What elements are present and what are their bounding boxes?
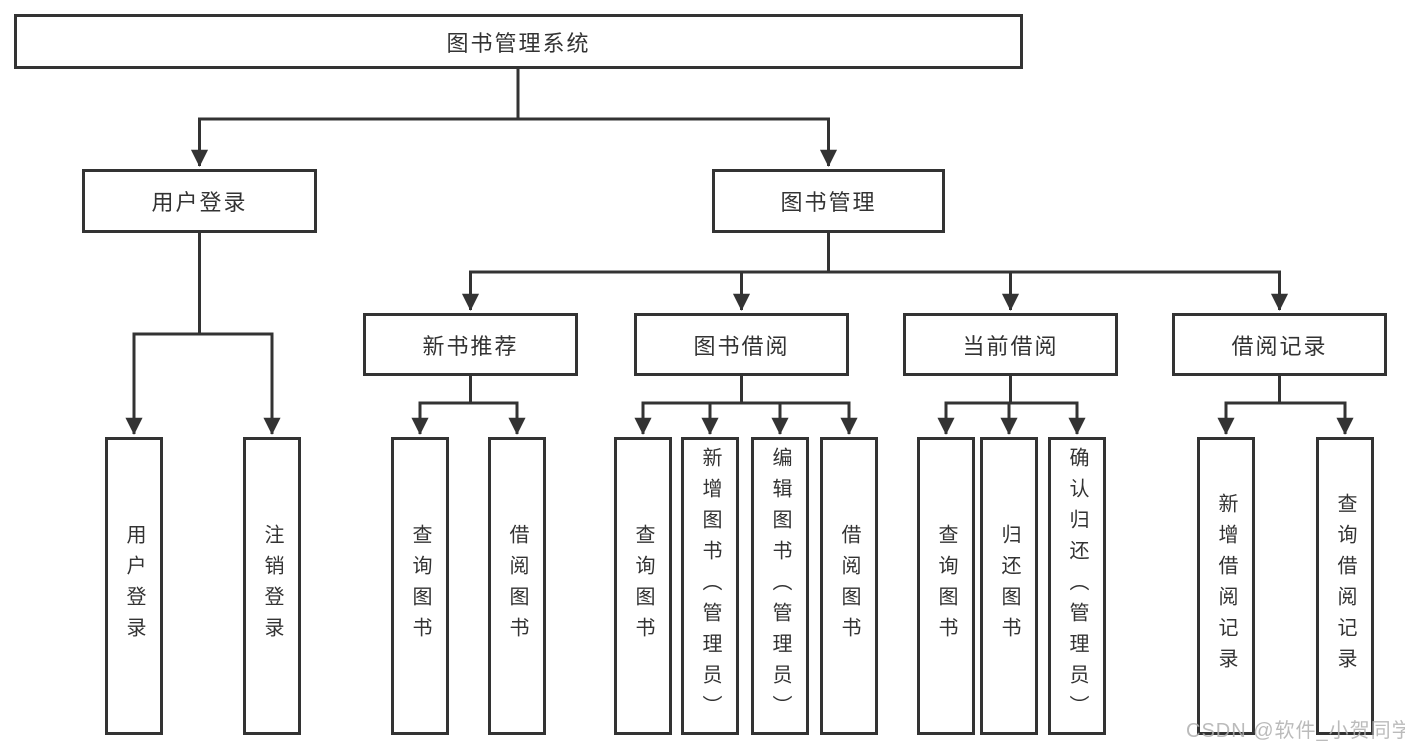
node-root-system: 图书管理系统 — [14, 14, 1023, 69]
node-user-login: 用户登录 — [82, 169, 317, 233]
leaf-query-books-current: 查询图书 — [917, 437, 975, 735]
node-borrowing-records: 借阅记录 — [1172, 313, 1387, 376]
node-book-borrowing: 图书借阅 — [634, 313, 849, 376]
leaf-borrow-books-recommend: 借阅图书 — [488, 437, 546, 735]
leaf-query-books-borrowing: 查询图书 — [614, 437, 672, 735]
leaf-user-login: 用户登录 — [105, 437, 163, 735]
node-book-management: 图书管理 — [712, 169, 945, 233]
leaf-borrow-books: 借阅图书 — [820, 437, 878, 735]
node-new-book-recommend: 新书推荐 — [363, 313, 578, 376]
watermark: CSDN @软件_小贺同学 — [1186, 720, 1405, 742]
leaf-query-borrow-record: 查询借阅记录 — [1316, 437, 1374, 735]
leaf-add-borrow-record: 新增借阅记录 — [1197, 437, 1255, 735]
leaf-logout: 注销登录 — [243, 437, 301, 735]
leaf-confirm-return-admin: 确认归还（管理员） — [1048, 437, 1106, 735]
leaf-return-book: 归还图书 — [980, 437, 1038, 735]
leaf-add-book-admin: 新增图书（管理员） — [681, 437, 739, 735]
node-current-borrowing: 当前借阅 — [903, 313, 1118, 376]
leaf-edit-book-admin: 编辑图书（管理员） — [751, 437, 809, 735]
leaf-query-books-recommend: 查询图书 — [391, 437, 449, 735]
